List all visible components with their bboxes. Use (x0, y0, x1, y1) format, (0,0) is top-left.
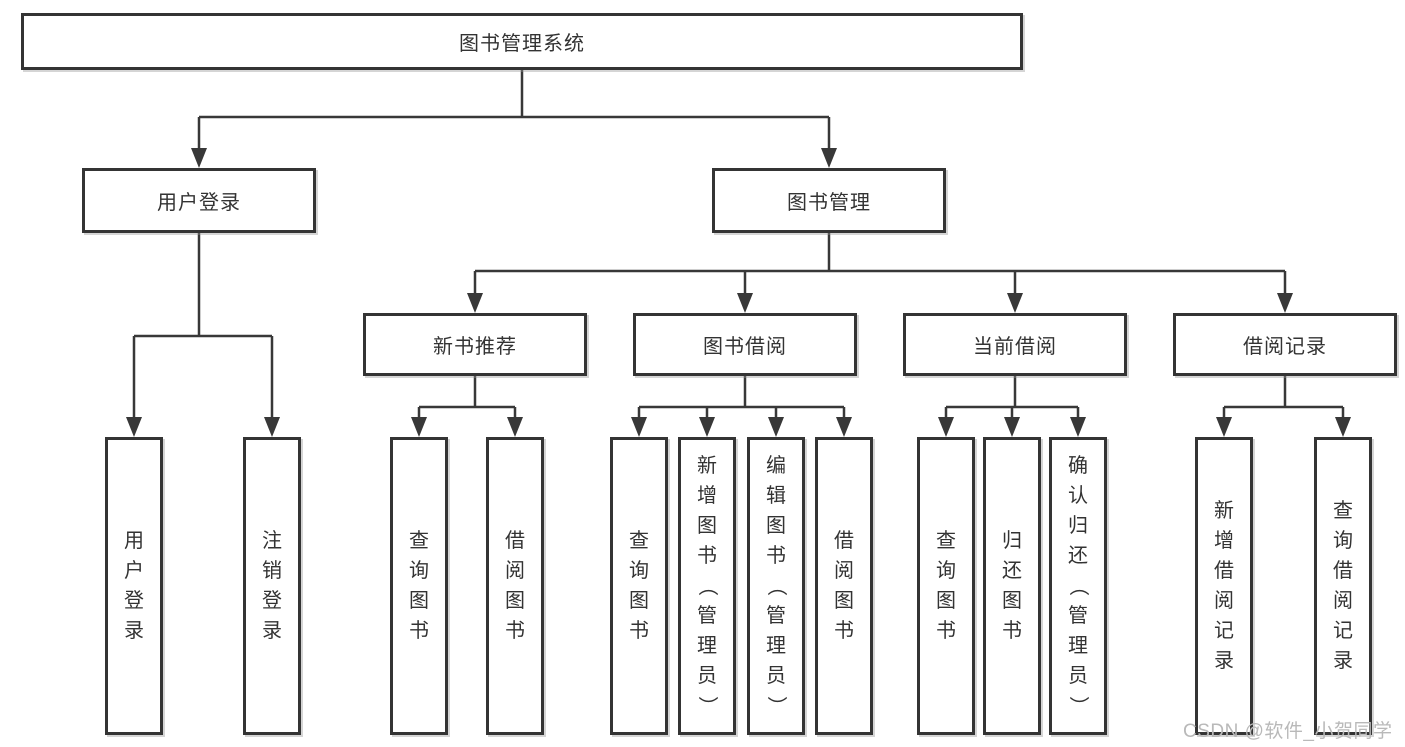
current-leaf-confirm-return-admin: 确认归还（管理员） (1049, 437, 1107, 735)
node-library-management-system: 图书管理系统 (21, 13, 1023, 70)
node-book-borrowing: 图书借阅 (633, 313, 857, 376)
borrow-leaf-add-books-admin: 新增图书（管理员） (678, 437, 736, 735)
borrow-leaf-query-books: 查询图书 (610, 437, 668, 735)
node-user-login: 用户登录 (82, 168, 316, 233)
leaf-logout-login: 注销登录 (243, 437, 301, 735)
current-leaf-query-books: 查询图书 (917, 437, 975, 735)
recommend-leaf-query-books: 查询图书 (390, 437, 448, 735)
node-new-book-recommendation: 新书推荐 (363, 313, 587, 376)
arrowheads (126, 148, 1351, 437)
node-book-management: 图书管理 (712, 168, 946, 233)
records-leaf-add-borrow-record: 新增借阅记录 (1195, 437, 1253, 735)
leaf-user-login: 用户登录 (105, 437, 163, 735)
node-borrowing-records: 借阅记录 (1173, 313, 1397, 376)
records-leaf-query-borrow-record: 查询借阅记录 (1314, 437, 1372, 735)
node-current-borrowing: 当前借阅 (903, 313, 1127, 376)
recommend-leaf-borrow-books: 借阅图书 (486, 437, 544, 735)
current-leaf-return-books: 归还图书 (983, 437, 1041, 735)
csdn-watermark: CSDN @软件_小贺同学 (1183, 721, 1393, 742)
borrow-leaf-edit-books-admin: 编辑图书（管理员） (747, 437, 805, 735)
borrow-leaf-borrow-books: 借阅图书 (815, 437, 873, 735)
